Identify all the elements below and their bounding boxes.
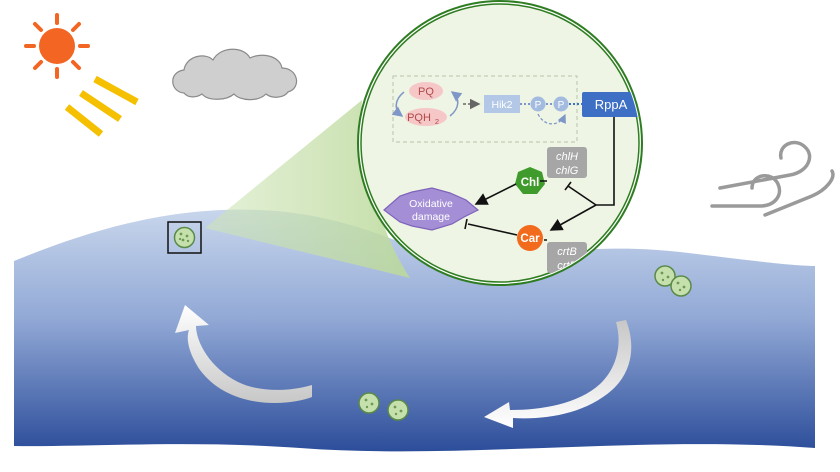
phosphate-1-label: P bbox=[535, 100, 542, 111]
chl-promotes-damage bbox=[474, 183, 517, 205]
car-gene-1: crtB bbox=[557, 246, 577, 258]
car-label: Car bbox=[520, 233, 540, 245]
pqh2-bubble bbox=[405, 108, 447, 126]
cloud-icon bbox=[172, 48, 298, 101]
car-node bbox=[517, 225, 543, 251]
phosphate-2 bbox=[553, 96, 569, 112]
cyanobacterium-cell-icon bbox=[173, 226, 196, 249]
rppa-box bbox=[582, 92, 640, 117]
oxidative-damage-line2: damage bbox=[412, 211, 450, 223]
hik2-label: Hik2 bbox=[491, 99, 512, 111]
rppa-regulation-line bbox=[596, 117, 615, 206]
rppa-activates-car bbox=[549, 204, 597, 231]
pq-bubble bbox=[409, 82, 443, 100]
phosphate-transfer-arrow bbox=[537, 113, 566, 125]
oxidative-damage-node bbox=[383, 187, 480, 231]
pq-cycle-arrow-right bbox=[449, 91, 463, 117]
rppa-inhibits-chl bbox=[567, 185, 597, 206]
pathway-inset-box bbox=[392, 75, 578, 143]
sunlight-rays bbox=[64, 75, 139, 137]
cyanobacterium-cells-pair-right bbox=[654, 265, 692, 297]
sun-icon bbox=[24, 13, 90, 79]
pqh2-label: PQH bbox=[407, 112, 431, 124]
hik2-box bbox=[484, 95, 520, 113]
rppa-label: RppA bbox=[595, 97, 628, 112]
highlight-box bbox=[167, 221, 202, 254]
water-body bbox=[14, 209, 815, 452]
phosphate-2-label: P bbox=[558, 100, 565, 111]
chl-inhibition-bar bbox=[564, 181, 572, 191]
chl-node bbox=[515, 167, 545, 194]
chl-gene-2: chlG bbox=[556, 165, 579, 177]
zoom-circle bbox=[357, 0, 643, 286]
pqh2-subscript: 2 bbox=[435, 117, 439, 126]
chl-label: Chl bbox=[521, 177, 540, 189]
circulation-arrow-left bbox=[175, 305, 312, 403]
cyanobacterium-cells-pair-bottom bbox=[358, 392, 409, 421]
damage-inhibition-bar bbox=[464, 218, 468, 230]
pq-cycle-arrow-left bbox=[391, 91, 405, 117]
circulation-arrow-right bbox=[484, 320, 632, 428]
wind-icon bbox=[710, 140, 835, 217]
chl-genes-box bbox=[547, 147, 587, 178]
pq-label: PQ bbox=[418, 86, 434, 98]
oxidative-damage-line1: Oxidative bbox=[409, 198, 453, 210]
car-inhibits-damage bbox=[467, 223, 518, 236]
chl-gene-1: chlH bbox=[556, 151, 578, 163]
phosphate-1 bbox=[530, 96, 546, 112]
